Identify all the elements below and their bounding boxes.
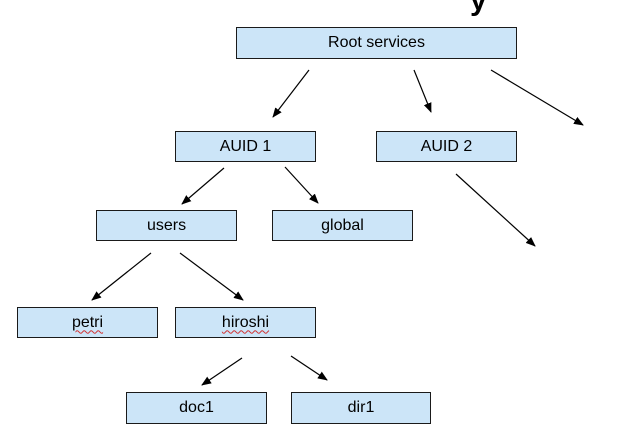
node-label: doc1 (179, 399, 214, 416)
node-root-services: Root services (236, 27, 517, 59)
node-doc1: doc1 (126, 392, 267, 424)
node-label: AUID 1 (219, 137, 272, 155)
edge-users-petri (91, 252, 152, 301)
node-label: AUID 2 (420, 137, 473, 155)
node-users: users (96, 210, 237, 241)
node-label: hiroshi (221, 313, 270, 331)
title-fragment: y (470, 0, 487, 17)
edge-auid2-offscreen (455, 173, 536, 247)
edge-auid1-global (284, 166, 319, 204)
node-hiroshi: hiroshi (175, 307, 316, 338)
edge-root-auid1 (272, 69, 310, 118)
edge-hiroshi-dir1 (290, 355, 328, 381)
edge-root-auid2 (413, 69, 432, 113)
node-dir1: dir1 (291, 392, 431, 424)
node-label: dir1 (347, 399, 375, 416)
node-global: global (272, 210, 413, 241)
node-auid-2: AUID 2 (376, 131, 517, 162)
node-label: petri (71, 313, 104, 331)
node-petri: petri (17, 307, 158, 338)
edge-hiroshi-doc1 (201, 357, 243, 386)
edge-auid1-users (181, 167, 225, 205)
edge-root-offscreen (490, 69, 584, 126)
node-label: users (146, 216, 187, 234)
node-label: Root services (328, 34, 425, 51)
edge-users-hiroshi (179, 252, 244, 301)
node-auid-1: AUID 1 (175, 131, 316, 162)
node-label: global (321, 216, 364, 234)
